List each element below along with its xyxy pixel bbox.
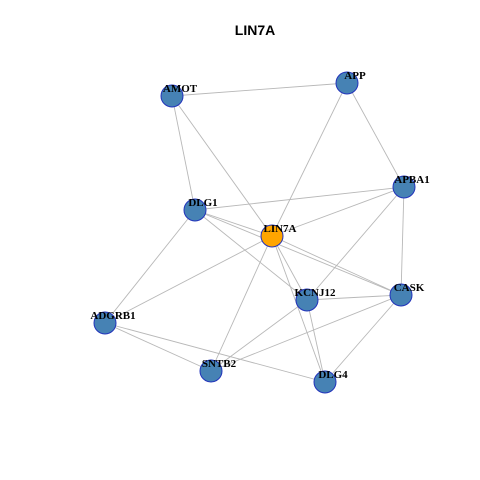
edge-dlg1-lin7a	[194, 209, 273, 237]
edge-lin7a-dlg4	[271, 235, 326, 383]
diagram-title: LIN7A	[235, 22, 275, 38]
edge-app-apba1	[346, 82, 405, 188]
node-label-lin7a: LIN7A	[263, 223, 296, 235]
node-adgrb1	[93, 311, 117, 335]
edge-kcnj12-sntb2	[210, 299, 308, 372]
edge-adgrb1-dlg4	[104, 322, 326, 383]
node-apba1	[392, 175, 416, 199]
edge-kcnj12-dlg4	[306, 299, 326, 383]
edge-kcnj12-cask	[306, 294, 402, 301]
edge-apba1-lin7a	[271, 186, 405, 237]
edges-layer	[104, 82, 405, 383]
node-label-apba1: APBA1	[394, 174, 429, 186]
node-label-sntb2: SNTB2	[202, 358, 237, 370]
node-label-adgrb1: ADGRB1	[90, 310, 135, 322]
edge-dlg1-adgrb1	[104, 209, 196, 324]
node-cask	[389, 283, 413, 307]
edge-cask-dlg4	[324, 294, 402, 383]
edge-amot-lin7a	[171, 95, 273, 237]
edge-lin7a-cask	[271, 235, 402, 296]
edge-cask-sntb2	[210, 294, 402, 372]
node-app	[335, 71, 359, 95]
edge-apba1-dlg1	[194, 186, 405, 211]
edge-amot-app	[171, 82, 348, 97]
node-dlg4	[313, 370, 337, 394]
node-label-kcnj12: KCNJ12	[295, 287, 336, 299]
node-amot	[160, 84, 184, 108]
node-label-dlg4: DLG4	[318, 369, 348, 381]
edge-lin7a-sntb2	[210, 235, 273, 372]
edge-amot-dlg1	[171, 95, 196, 211]
edge-lin7a-adgrb1	[104, 235, 273, 324]
nodes-layer	[93, 71, 416, 394]
node-kcnj12	[295, 288, 319, 312]
node-label-cask: CASK	[394, 282, 425, 294]
node-dlg1	[183, 198, 207, 222]
edge-dlg1-kcnj12	[194, 209, 308, 301]
node-label-dlg1: DLG1	[188, 197, 217, 209]
node-label-app: APP	[344, 70, 366, 82]
node-lin7a	[260, 224, 284, 248]
edge-lin7a-kcnj12	[271, 235, 308, 301]
node-sntb2	[199, 359, 223, 383]
edge-dlg1-cask	[194, 209, 402, 296]
edge-adgrb1-sntb2	[104, 322, 212, 372]
edge-app-lin7a	[271, 82, 348, 237]
edge-apba1-kcnj12	[306, 186, 405, 301]
edge-apba1-cask	[400, 186, 405, 296]
node-label-amot: AMOT	[163, 83, 198, 95]
